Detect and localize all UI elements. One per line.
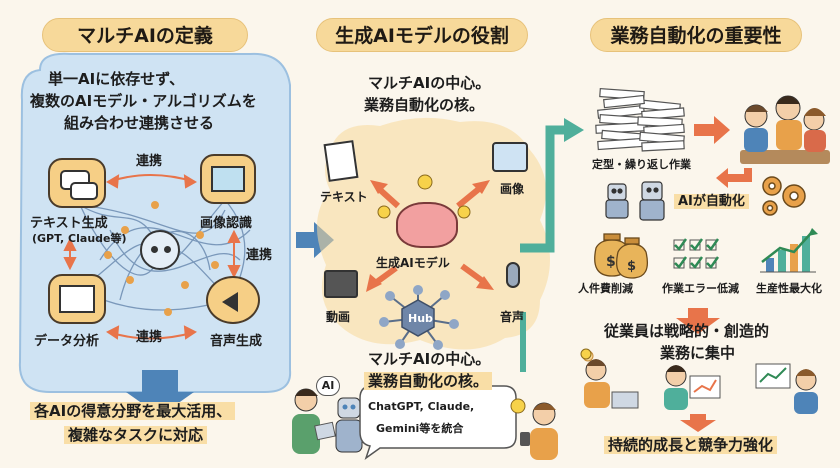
robot-head-icon <box>140 230 180 270</box>
middle-title: 生成AIモデルの役割 <box>316 18 528 52</box>
paint-palette-icon <box>492 142 528 172</box>
node-image-label: 画像認識 <box>200 216 253 231</box>
link-label-right: 連携 <box>246 248 273 263</box>
person-tablet-icon <box>292 388 336 454</box>
right-bottom: 持続的成長と競争力強化 <box>604 434 778 455</box>
arrow-bent-to-ai <box>716 168 752 188</box>
node-text-gen-label: テキスト生成 <box>30 216 108 231</box>
focus-line-2: 業務に集中 <box>660 344 736 362</box>
left-desc-1: 単一AIに依存せず、 <box>48 70 185 88</box>
svg-text:$: $ <box>606 254 616 270</box>
label-video: 動画 <box>326 310 351 324</box>
film-icon <box>324 270 358 298</box>
link-arrows <box>63 174 241 340</box>
money-bags-icon: $ $ <box>594 233 649 279</box>
benefit-error: 作業エラー低減 <box>662 282 739 295</box>
brain-icon <box>396 202 458 248</box>
arrow-down-right-2 <box>680 414 716 432</box>
label-audio: 音声 <box>500 310 525 324</box>
middle-core-bottom-1: マルチAIの中心。 <box>368 350 491 368</box>
arrow-left-to-middle <box>296 222 334 258</box>
papers-stack-icon <box>595 87 685 152</box>
label-center: 生成AIモデル <box>376 256 450 270</box>
hub-hexagon <box>401 299 435 337</box>
bubble-line-1: ChatGPT, Claude, <box>368 400 475 413</box>
checklist-icon <box>673 238 720 269</box>
arrow-down-right <box>676 308 720 334</box>
hub-label: Hub <box>408 312 433 325</box>
audio-gen-node <box>206 276 260 324</box>
robot-character-icon <box>335 397 363 453</box>
middle-core-top-2: 業務自動化の核。 <box>364 96 485 114</box>
middle-core-bottom-2: 業務自動化の核。 <box>364 370 493 391</box>
robot-eye-icon <box>164 246 171 253</box>
label-text: テキスト <box>320 190 368 204</box>
network-dots <box>104 201 219 316</box>
node-text-gen-sub: (GPT, Claude等) <box>32 232 127 245</box>
link-label-bottom: 連携 <box>136 330 163 345</box>
bar-chart-icon <box>59 285 95 313</box>
link-label-top: 連携 <box>136 154 163 169</box>
bubble-line-2: Gemini等を統合 <box>376 422 464 435</box>
ai-automates-label: AIが自動化 <box>674 190 749 209</box>
left-title: マルチAIの定義 <box>42 18 248 52</box>
creative-workers-icon <box>582 350 818 414</box>
node-audio-label: 音声生成 <box>210 334 263 349</box>
left-desc-2: 複数のAIモデル・アルゴリズムを <box>30 92 257 110</box>
center-arrows <box>366 180 494 292</box>
benefit-cost: 人件費削減 <box>578 282 633 295</box>
arrow-middle-to-right <box>520 125 566 253</box>
robot-eye-icon <box>151 246 158 253</box>
picture-icon <box>211 166 245 192</box>
ai-badge: AI <box>316 376 340 396</box>
label-image: 画像 <box>500 182 525 196</box>
hub-nodes <box>379 285 459 350</box>
left-desc-3: 組み合わせ連携させる <box>64 114 215 132</box>
focus-line-1: 従業員は戦略的・創造的 <box>604 322 770 340</box>
repetitive-work-label: 定型・繰り返し作業 <box>592 158 691 171</box>
lightbulb-icons <box>377 174 592 414</box>
speaker-icon <box>222 292 238 312</box>
svg-text:$: $ <box>627 259 636 274</box>
middle-core-top-1: マルチAIの中心。 <box>368 74 491 92</box>
left-bottom-1: 各AIの得意分野を最大活用、 <box>30 400 236 421</box>
document-icon <box>323 140 359 182</box>
growth-chart-icon <box>760 228 818 273</box>
stressed-workers-icon <box>740 95 830 164</box>
arrow-papers-to-people <box>694 116 730 144</box>
speech-bubble <box>359 385 517 460</box>
text-gen-node <box>48 158 106 208</box>
gears-icon <box>762 176 806 216</box>
node-data-label: データ分析 <box>34 334 100 349</box>
right-title: 業務自動化の重要性 <box>590 18 802 52</box>
data-analysis-node <box>48 274 106 324</box>
chat-bubble-icon-2 <box>70 182 98 200</box>
person-phone-icon <box>520 402 558 460</box>
image-rec-node <box>200 154 256 204</box>
microphone-icon <box>506 262 520 288</box>
benefit-productivity: 生産性最大化 <box>756 282 822 295</box>
left-bottom-2: 複雑なタスクに対応 <box>64 424 208 445</box>
down-arrow-left <box>126 370 194 416</box>
robots-icon <box>605 181 665 221</box>
